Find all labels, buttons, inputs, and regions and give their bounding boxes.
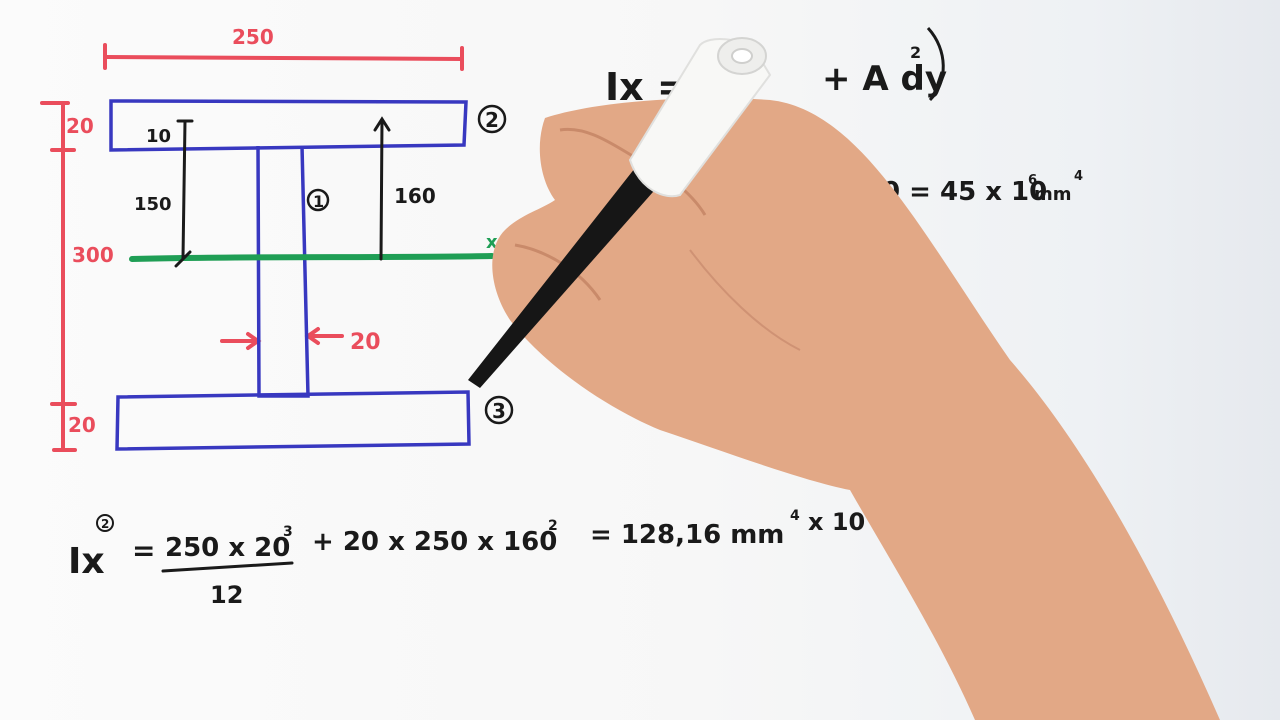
neutral-axis-line — [129, 253, 495, 262]
bottom-flange — [115, 390, 471, 451]
hand — [492, 98, 1220, 720]
dist-150-label: 150 — [134, 194, 172, 215]
bottom-lhs: Ix — [68, 541, 105, 582]
part-web-number: 1 — [313, 192, 324, 211]
top-flange — [109, 99, 468, 152]
distance-arrows — [174, 116, 391, 268]
web — [256, 145, 310, 398]
bottom-term: + 20 x 250 x 160 — [312, 527, 557, 557]
bottom-result-tail: x 10 — [808, 508, 865, 536]
dist-10-label: 10 — [146, 126, 171, 147]
red-dimensions — [40, 43, 464, 452]
web-thickness-label: 20 — [350, 330, 381, 355]
bottom-result: = 128,16 mm — [590, 520, 784, 550]
bottom-numerator-exp: 3 — [283, 524, 293, 540]
part-top-number: 2 — [485, 108, 499, 132]
bottom-result-exp: 4 — [790, 508, 800, 524]
bottom-formula: Ix 2 = 250 x 20 3 12 + 20 x 250 x 160 2 … — [68, 508, 865, 609]
i-beam-section — [109, 99, 471, 451]
partial-result-unit: mm — [1034, 184, 1072, 205]
total-height-label: 300 — [72, 243, 114, 267]
bottom-term-exp: 2 — [548, 518, 558, 534]
bottom-superscript-circle — [96, 514, 114, 532]
hand-with-marker — [468, 37, 1220, 720]
bottom-numerator: 250 x 20 — [165, 533, 290, 563]
bottom-equals: = — [132, 534, 155, 567]
bottom-thickness-label: 20 — [68, 413, 96, 437]
partial-result-value: 0 = 45 x 10 — [882, 177, 1047, 207]
partial-result-exp: 6 — [1028, 173, 1037, 188]
dist-160-label: 160 — [394, 184, 436, 208]
bottom-denominator: 12 — [210, 581, 243, 609]
flange-width-label: 250 — [232, 25, 274, 49]
partial-result-unit-exp: 4 — [1074, 169, 1083, 184]
bottom-superscript: 2 — [101, 517, 109, 531]
formula-general-rhs: + A dy — [822, 59, 947, 99]
top-thickness-label: 20 — [66, 114, 94, 138]
marker-cap — [628, 38, 772, 198]
fraction-bar — [161, 561, 294, 573]
formula-general-exp: 2 — [910, 43, 921, 62]
marker-body — [468, 130, 690, 388]
part-markers — [306, 104, 514, 425]
part-bottom-number: 3 — [492, 399, 506, 423]
formula-paren — [926, 26, 945, 102]
